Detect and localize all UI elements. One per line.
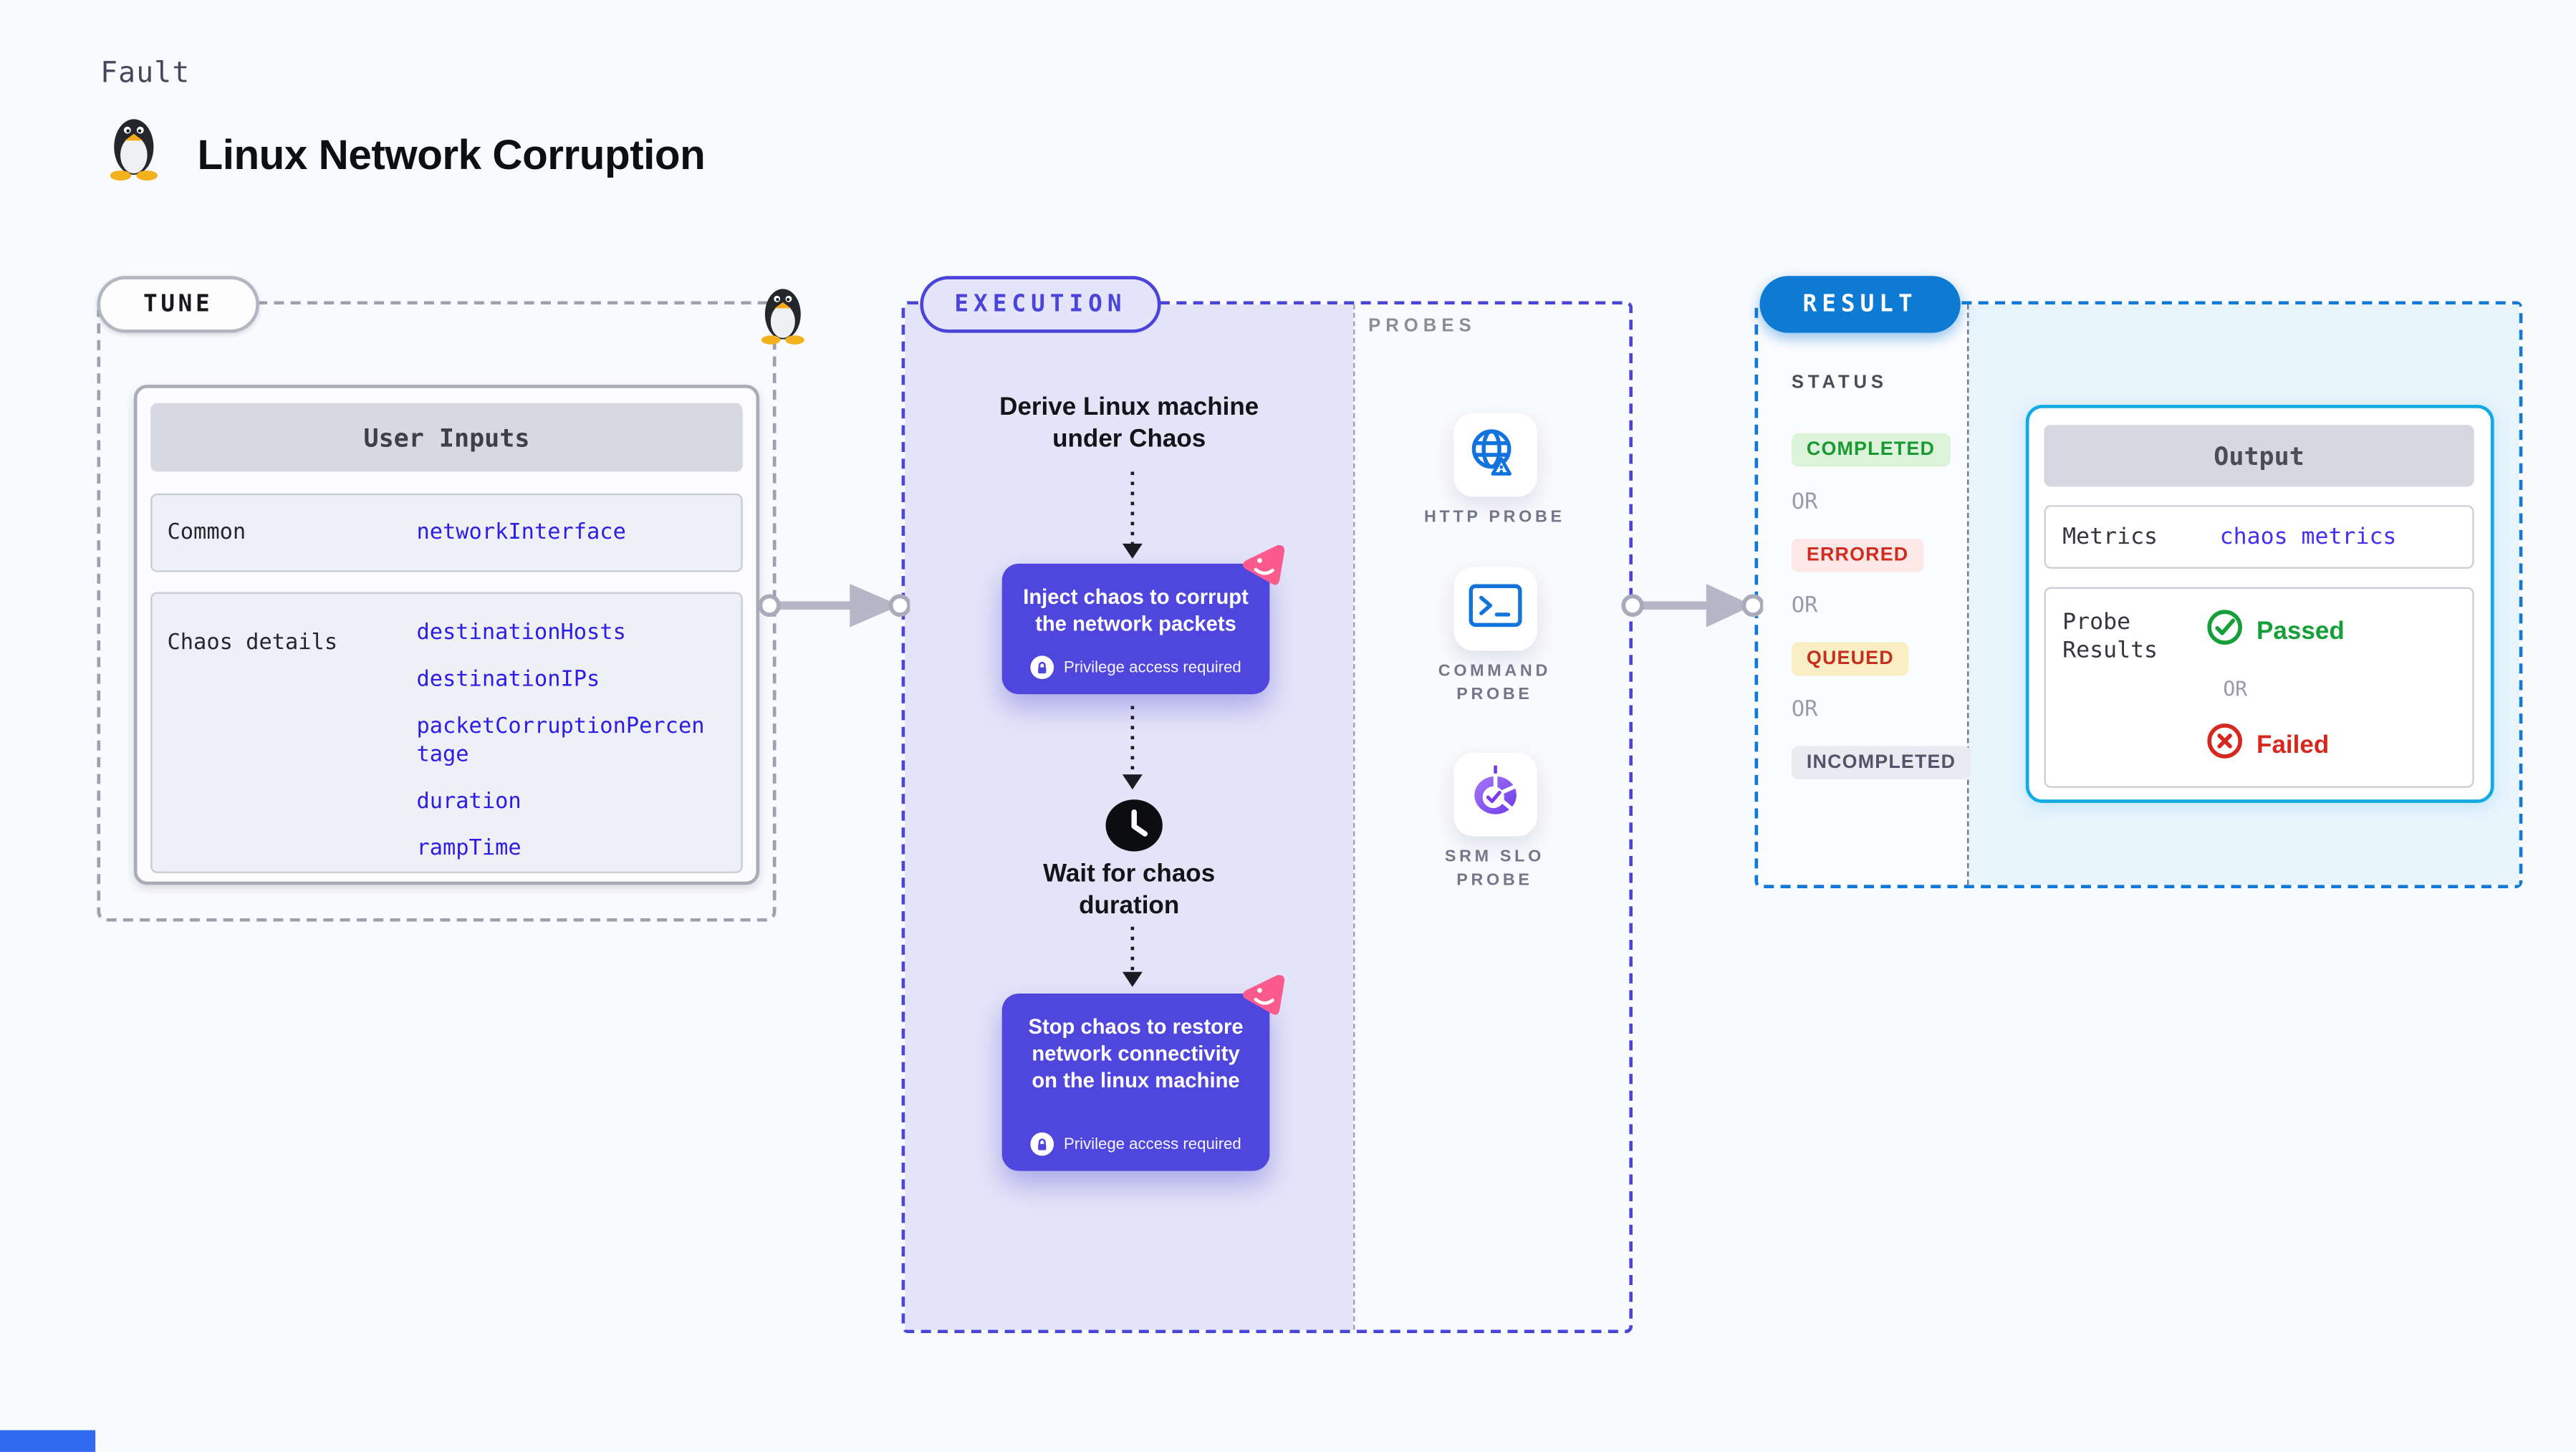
metrics-label: Metrics [2062,523,2158,551]
clock-icon [1105,799,1163,860]
tune-section: TUNE User Inputs Common networkInterface… [97,276,804,922]
chaos-badge-icon [1238,972,1288,1029]
user-inputs-card: User Inputs Common networkInterface Chao… [133,385,760,885]
input-row-label: Common [167,520,246,546]
srm-slo-probe-card [1453,752,1537,837]
metrics-row: Metrics chaos metrics [2044,505,2474,569]
execution-to-result-arrow [1621,583,1764,628]
input-value-list: destinationHosts destinationIPs packetCo… [416,619,707,882]
failed-label: Failed [2257,731,2330,760]
input-value: packetCorruptionPercentage [416,714,705,768]
input-value: destinationIPs [416,667,600,693]
inject-chaos-step: Inject chaos to corrupt the network pack… [1001,544,1285,695]
privilege-note: Privilege access required [1063,658,1241,677]
output-or: OR [2223,677,2248,701]
stop-chaos-step: Stop chaos to restore network connectivi… [1001,975,1285,1171]
input-row-label: Chaos details [167,630,338,656]
probe-result-passed: Passed [2206,609,2345,654]
linux-tux-corner-icon [756,281,809,352]
status-badge-queued: QUEUED [1791,642,1909,676]
result-badge: RESULT [1759,276,1961,333]
execution-section: EXECUTION Derive Linux machine under Cha… [901,276,1636,1334]
user-inputs-title: User Inputs [150,403,743,472]
stop-chaos-title: Stop chaos to restore network connectivi… [1028,1015,1244,1092]
probes-divider [1353,304,1355,1330]
input-value: destinationHosts [416,620,626,646]
srm-slo-probe-label: SRM SLO PROBE [1444,847,1544,890]
execution-badge: EXECUTION [920,276,1161,333]
passed-label: Passed [2257,617,2345,646]
page-title: Linux Network Corruption [197,132,706,179]
status-title: STATUS [1791,372,1888,393]
status-or: OR [1791,697,1818,723]
command-probe-label: COMMAND PROBE [1438,662,1552,705]
slo-chart-icon [1464,762,1527,827]
input-value: networkInterface [416,520,626,546]
result-section: RESULT STATUS COMPLETED OR ERRORED OR QU… [1754,276,2523,888]
status-or: OR [1791,593,1818,619]
dotted-arrow [1122,926,1143,987]
status-badge-completed: COMPLETED [1791,433,1951,467]
derive-step-title: Derive Linux machine under Chaos [999,393,1259,453]
probes-panel: PROBES HTTP PROBE [1353,304,1636,1330]
result-divider [1967,304,1969,885]
status-badge-incompleted: INCOMPLETED [1791,746,1971,780]
probe-results-label: Probe Results [2062,608,2158,665]
wait-step-title: Wait for chaos duration [1043,860,1216,920]
input-value: duration [416,789,522,815]
input-row-chaos-details: Chaos details destinationHosts destinati… [150,592,743,873]
bottom-edge-banner [0,1430,96,1452]
check-circle-icon [2206,609,2243,654]
linux-tux-icon [104,110,164,189]
input-value: rampTime [416,836,522,862]
chaos-badge-icon [1238,542,1288,599]
tune-badge: TUNE [97,276,259,333]
lock-icon [1030,655,1054,680]
probe-results-row: Probe Results Passed OR [2044,587,2474,788]
tune-to-execution-arrow [758,583,910,628]
probe-result-failed: Failed [2206,723,2329,768]
globe-alert-icon [1466,424,1526,486]
page-kicker: Fault [100,57,191,91]
command-probe-card [1453,567,1537,651]
http-probe-label: HTTP PROBE [1424,508,1565,527]
output-title: Output [2044,425,2474,487]
metrics-value: chaos metrics [2219,523,2397,551]
input-row-common: Common networkInterface [150,493,743,572]
status-badge-errored: ERRORED [1791,538,1924,572]
dotted-arrow [1122,471,1143,559]
terminal-icon [1467,581,1524,636]
status-or: OR [1791,490,1818,516]
x-circle-icon [2206,723,2243,768]
privilege-note: Privilege access required [1063,1135,1241,1154]
lock-icon [1030,1132,1054,1156]
dotted-arrow [1122,706,1143,790]
inject-chaos-title: Inject chaos to corrupt the network pack… [1023,585,1249,636]
probes-title: PROBES [1368,316,1476,337]
output-card: Output Metrics chaos metrics Probe Resul… [2025,405,2494,803]
http-probe-card [1453,413,1537,497]
